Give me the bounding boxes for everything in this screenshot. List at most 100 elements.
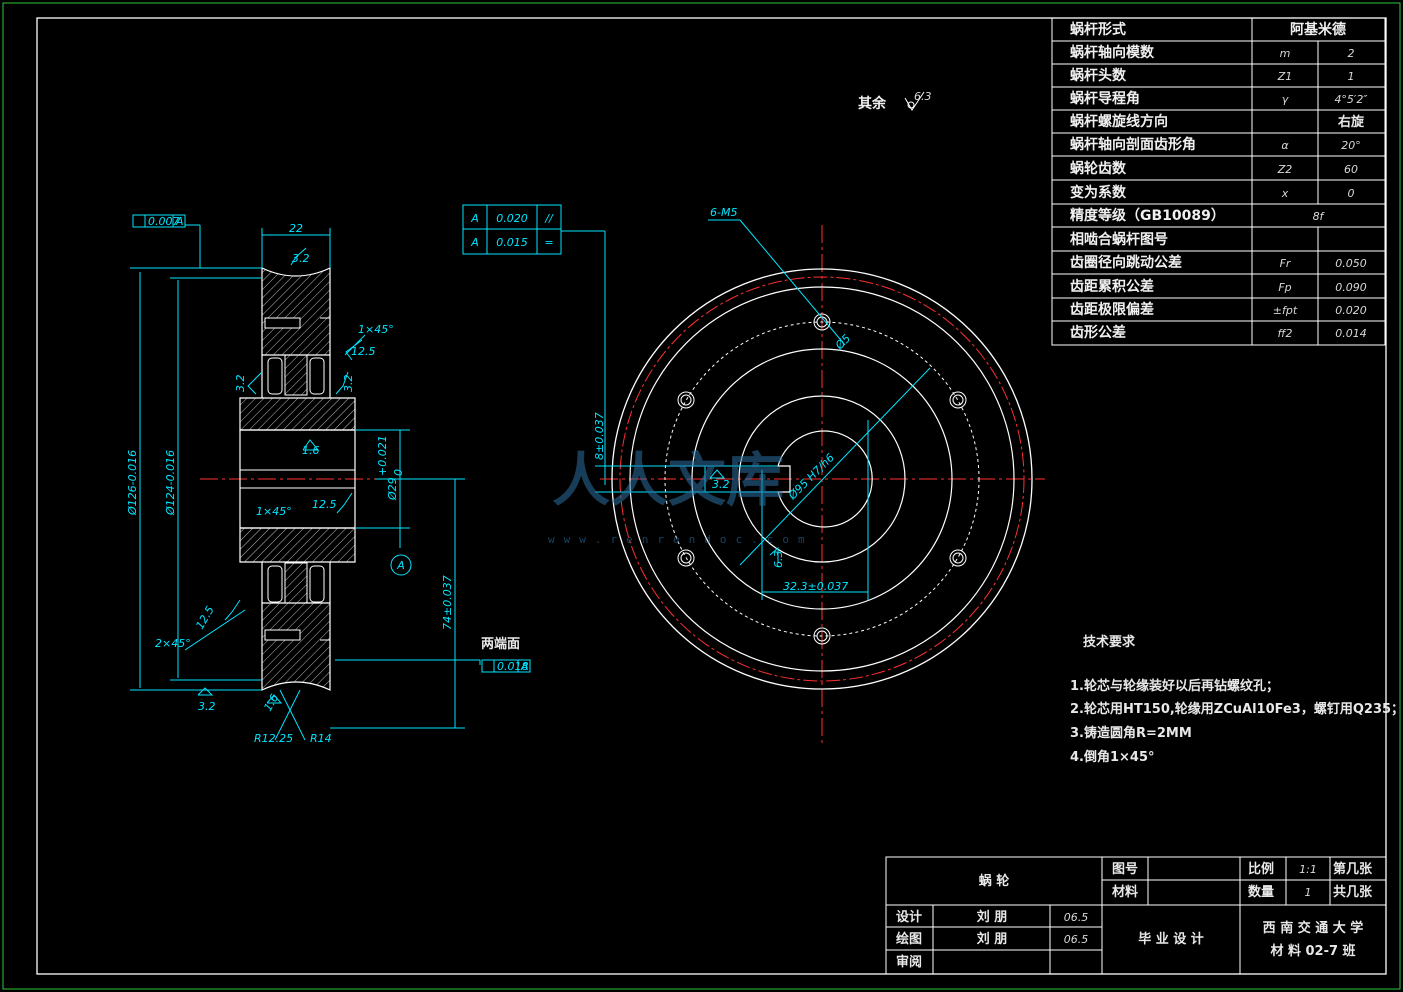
parallel-icon: // (544, 212, 554, 225)
roughness-value: 3.2 (342, 375, 355, 393)
school-name: 西 南 交 通 大 学 (1263, 920, 1364, 936)
param-symbol: Z2 (1277, 163, 1293, 176)
project-name: 毕 业 设 计 (1138, 931, 1204, 947)
param-value: 60 (1344, 163, 1358, 176)
param-name: 精度等级（GB10089） (1070, 207, 1225, 224)
param-symbol: α (1281, 139, 1289, 152)
runout-bottom-value: 0.018 (497, 660, 529, 673)
keyway-width-dim: 8±0.037 (593, 412, 606, 460)
roughness-value: 12.5 (351, 345, 376, 358)
roughness-note-label: 其余 (858, 95, 887, 112)
design-label: 设计 (896, 909, 922, 925)
param-value: 2 (1348, 47, 1355, 60)
bore-tol-upper: +0.021 (376, 435, 389, 476)
tolerance-frame (462, 204, 606, 485)
chamfer-dim: 1×45° (256, 505, 292, 518)
param-symbol: m (1280, 47, 1291, 60)
draft-date: 06.5 (1064, 933, 1089, 946)
review-label: 审阅 (896, 954, 922, 970)
part-name: 蜗 轮 (979, 873, 1010, 889)
tech-title: 技术要求 (1083, 634, 1136, 650)
param-name: 变为系数 (1070, 184, 1127, 201)
roughness-symbol-icon (904, 91, 925, 111)
throat-dia-dim: Ø124-0.016 (164, 450, 177, 516)
runout-bottom-datum: A (520, 660, 529, 673)
param-value: 0.050 (1335, 257, 1367, 270)
height-dim: 74±0.037 (441, 575, 454, 630)
tech-item: 3.铸造圆角R=2MM (1070, 725, 1192, 741)
tolerance-datum: A (470, 212, 479, 225)
param-symbol: Fp (1278, 281, 1291, 294)
bore-fit-dim: Ø95 H7/h6 (785, 451, 837, 503)
param-value: 右旋 (1337, 114, 1365, 130)
param-value: 8f (1313, 210, 1326, 223)
width-dim: 22 (289, 222, 303, 235)
drafting-label: 绘图 (896, 931, 922, 947)
radius-dim: R14 (310, 732, 332, 745)
watermark-logo: 人人文库 (552, 446, 784, 514)
material-label: 材料 (1112, 884, 1138, 900)
bore-tol-lower: 0 (392, 469, 405, 476)
drawing-no-label: 图号 (1112, 862, 1138, 877)
roughness-value: 1.6 (302, 444, 320, 457)
param-value: 0.090 (1335, 281, 1367, 294)
param-symbol: Fr (1280, 257, 1292, 270)
params-table (1051, 17, 1386, 346)
param-value: 20° (1341, 139, 1361, 152)
roughness-note-value: 6.3 (914, 90, 932, 103)
param-symbol: Z1 (1277, 70, 1293, 83)
design-date: 06.5 (1064, 911, 1089, 924)
param-name: 蜗杆轴向模数 (1070, 44, 1155, 61)
param-name: 齿圈径向跳动公差 (1070, 254, 1182, 271)
radius-dim: R12.25 (254, 732, 293, 745)
roughness-value: 3.2 (234, 375, 247, 393)
roughness-value: 3.2 (292, 252, 310, 265)
title-block (885, 856, 1387, 975)
param-name: 齿距累积公差 (1070, 278, 1154, 295)
param-name: 相啮合蜗杆图号 (1070, 231, 1168, 248)
quantity-value: 1 (1305, 886, 1312, 899)
roughness-value: 12.5 (312, 498, 337, 511)
param-name: 蜗轮齿数 (1070, 160, 1127, 177)
param-symbol: ±fpt (1273, 304, 1298, 317)
roughness-value: 1.6 (261, 692, 281, 714)
designer-name: 刘 朋 (977, 909, 1008, 925)
params-table-text: 蜗杆形式 阿基米德 蜗杆轴向模数 m 2 蜗杆头数 Z1 1 蜗杆导程角 γ 4… (1070, 21, 1368, 341)
watermark-url: www.renrendoc.com (548, 533, 814, 546)
tech-item: 2.轮芯用HT150,轮缘用ZCuAl10Fe3，螺钉用Q235； (1070, 701, 1403, 717)
tech-item: 4.倒角1×45° (1070, 749, 1155, 765)
drawing-frame (36, 17, 1387, 975)
thread-holes-label: 6-M5 (710, 206, 737, 219)
roughness-value: 3.2 (712, 478, 730, 491)
param-value: 0.014 (1335, 327, 1367, 340)
param-name: 蜗杆导程角 (1070, 90, 1140, 107)
tolerance-datum: A (470, 236, 479, 249)
section-view: 0.007 A 0.018 A A 两端面 22 Ø126-0.016 Ø124… (126, 214, 531, 745)
param-name: 蜗杆轴向剖面齿形角 (1070, 136, 1196, 153)
symmetry-icon: = (544, 236, 553, 249)
param-value: 阿基米德 (1290, 21, 1346, 38)
datum-label: A (396, 559, 405, 572)
title-block-text: 蜗 轮 图号 材料 比例 1:1 第几张 数量 1 共几张 设计 绘图 审阅 刘… (896, 861, 1373, 970)
param-value: 0 (1348, 187, 1355, 200)
total-label: 共几张 (1333, 884, 1373, 900)
tech-requirements: 技术要求 1.轮芯与轮缘装好以后再钻螺纹孔； 2.轮芯用HT150,轮缘用ZCu… (1070, 634, 1403, 765)
param-name: 齿形公差 (1070, 324, 1126, 341)
scale-value: 1:1 (1299, 863, 1317, 876)
quantity-label: 数量 (1248, 884, 1274, 900)
param-name: 蜗杆头数 (1070, 67, 1127, 84)
param-name: 蜗杆螺旋线方向 (1070, 113, 1168, 130)
roughness-value: 12.5 (193, 604, 217, 632)
param-value: 1 (1348, 70, 1355, 83)
roughness-value: 6.3 (772, 551, 785, 569)
keyway-depth-dim: 32.3±0.037 (783, 580, 848, 593)
chamfer-dim: 1×45° (358, 323, 394, 336)
param-value: 4°5′2″ (1334, 93, 1368, 106)
chamfer-dim: 2×45° (155, 637, 191, 650)
outer-dia-dim: Ø126-0.016 (126, 450, 139, 516)
tolerance-value: 0.020 (496, 212, 528, 225)
bore-dia-dim: Ø29 (386, 477, 399, 501)
param-symbol: γ (1282, 93, 1289, 106)
